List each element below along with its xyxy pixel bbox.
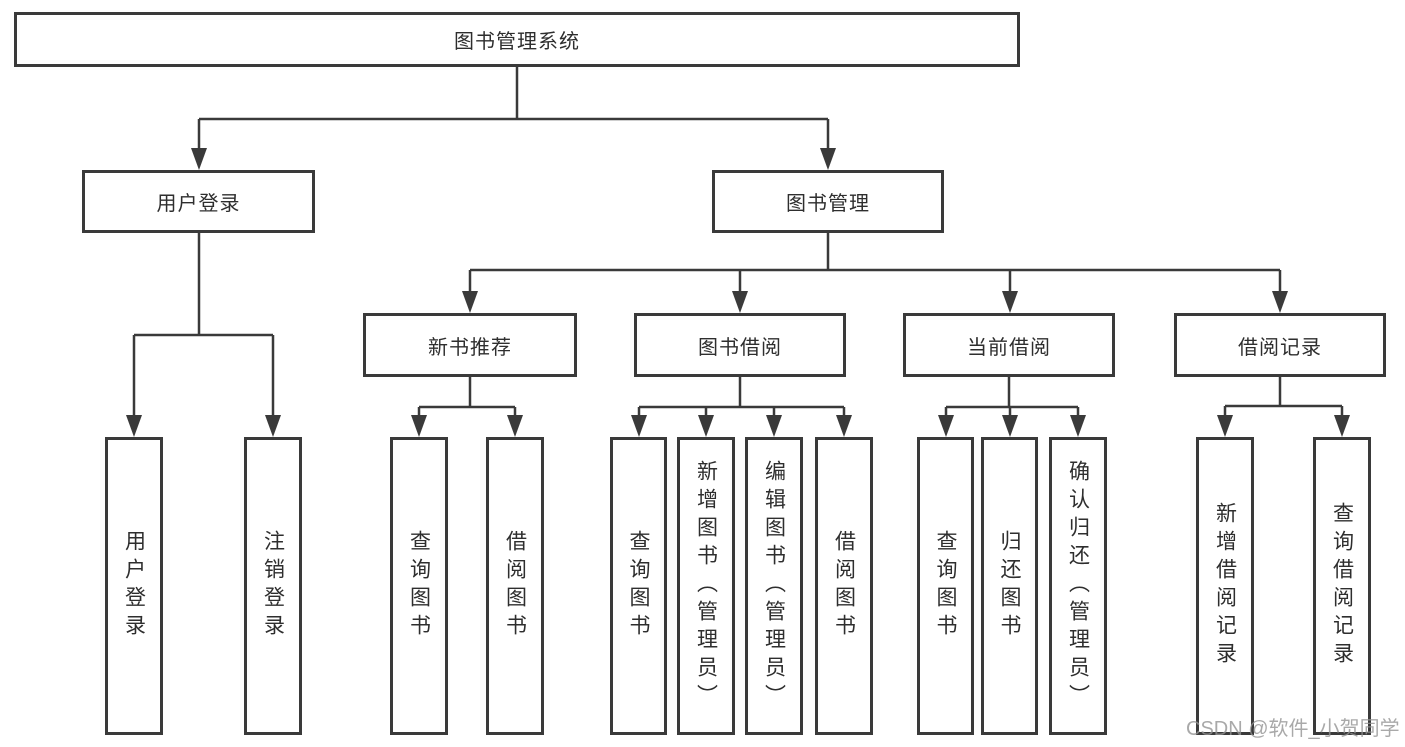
arrow-icon (191, 148, 207, 170)
leaf-borrow-books-borrowing: 借阅图书 (815, 437, 873, 735)
leaf-add-book-admin-label: 新增图书（管理员） (694, 460, 718, 712)
leaf-query-books-recommend: 查询图书 (390, 437, 448, 735)
leaf-query-books-current: 查询图书 (917, 437, 974, 735)
arrow-icon (1070, 415, 1086, 437)
arrow-icon (698, 415, 714, 437)
leaf-query-books-borrowing: 查询图书 (610, 437, 667, 735)
arrowheads (126, 148, 1350, 437)
leaf-add-book-admin: 新增图书（管理员） (677, 437, 735, 735)
node-user-login: 用户登录 (82, 170, 315, 233)
arrow-icon (631, 415, 647, 437)
arrow-icon (411, 415, 427, 437)
node-book-borrowing-label: 图书借阅 (698, 336, 782, 359)
node-borrowing-records: 借阅记录 (1174, 313, 1386, 377)
leaf-return-books: 归还图书 (981, 437, 1038, 735)
arrow-icon (462, 291, 478, 313)
leaf-edit-book-admin: 编辑图书（管理员） (745, 437, 803, 735)
leaf-query-books-borrowing-label: 查询图书 (627, 530, 650, 642)
arrow-icon (732, 291, 748, 313)
node-current-borrowing-label: 当前借阅 (967, 336, 1051, 359)
arrow-icon (126, 415, 142, 437)
leaf-query-books-current-label: 查询图书 (934, 530, 957, 642)
node-root: 图书管理系统 (14, 12, 1020, 67)
tree-edges (132, 67, 1344, 421)
leaf-add-borrow-record: 新增借阅记录 (1196, 437, 1254, 735)
node-new-book-recommendation-label: 新书推荐 (428, 336, 512, 359)
node-book-management: 图书管理 (712, 170, 944, 233)
leaf-user-login-label: 用户登录 (122, 530, 146, 642)
leaf-query-borrow-record-label: 查询借阅记录 (1330, 502, 1354, 670)
arrow-icon (820, 148, 836, 170)
leaf-confirm-return-admin-label: 确认归还（管理员） (1066, 460, 1090, 712)
leaf-borrow-books-recommend: 借阅图书 (486, 437, 544, 735)
node-book-borrowing: 图书借阅 (634, 313, 846, 377)
arrow-icon (1334, 415, 1350, 437)
node-book-management-label: 图书管理 (786, 193, 870, 215)
node-borrowing-records-label: 借阅记录 (1238, 336, 1322, 359)
leaf-logout: 注销登录 (244, 437, 302, 735)
leaf-borrow-books-recommend-label: 借阅图书 (503, 530, 527, 642)
arrow-icon (836, 415, 852, 437)
leaf-borrow-books-borrowing-label: 借阅图书 (832, 530, 856, 642)
leaf-query-borrow-record: 查询借阅记录 (1313, 437, 1371, 735)
node-user-login-label: 用户登录 (156, 193, 241, 215)
node-current-borrowing: 当前借阅 (903, 313, 1115, 377)
leaf-add-borrow-record-label: 新增借阅记录 (1213, 502, 1237, 670)
node-root-label: 图书管理系统 (454, 31, 580, 53)
leaf-return-books-label: 归还图书 (998, 530, 1021, 642)
leaf-user-login: 用户登录 (105, 437, 163, 735)
leaf-edit-book-admin-label: 编辑图书（管理员） (762, 460, 786, 712)
arrow-icon (1272, 291, 1288, 313)
arrow-icon (1217, 415, 1233, 437)
arrow-icon (265, 415, 281, 437)
leaf-confirm-return-admin: 确认归还（管理员） (1049, 437, 1107, 735)
leaf-logout-label: 注销登录 (261, 530, 285, 642)
arrow-icon (1002, 291, 1018, 313)
arrow-icon (507, 415, 523, 437)
node-new-book-recommendation: 新书推荐 (363, 313, 577, 377)
arrow-icon (938, 415, 954, 437)
leaf-query-books-recommend-label: 查询图书 (407, 530, 431, 642)
csdn-watermark: CSDN @软件_小贺同学 (1186, 718, 1400, 740)
arrow-icon (766, 415, 782, 437)
arrow-icon (1002, 415, 1018, 437)
